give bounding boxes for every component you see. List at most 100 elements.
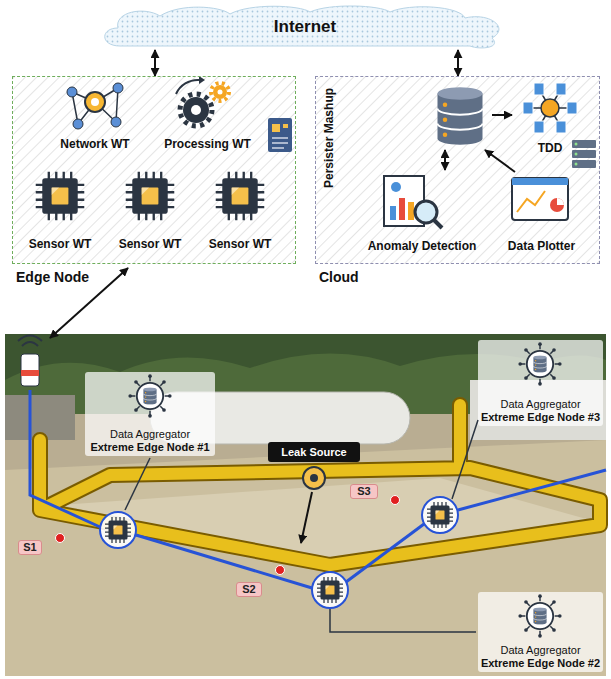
chip-icon bbox=[36, 172, 265, 221]
tdd-icon bbox=[523, 83, 577, 133]
node-label: Data Aggregator bbox=[110, 428, 190, 441]
cloud-fill bbox=[105, 6, 499, 48]
server-icon bbox=[575, 143, 578, 146]
node-label: Internet bbox=[274, 17, 336, 37]
board-icon bbox=[272, 124, 280, 132]
node-label: Extreme Edge Node #2 bbox=[481, 657, 600, 670]
gears-icon bbox=[176, 80, 199, 94]
aggregator-node: Data AggregatorExtreme Edge Node #3 bbox=[478, 340, 604, 426]
aggregator-panel bbox=[478, 592, 603, 672]
node-label: Sensor WT bbox=[29, 237, 92, 252]
edge-chip bbox=[100, 497, 458, 608]
node-label: S1 bbox=[23, 541, 36, 554]
node-label: Anomaly Detection bbox=[368, 239, 477, 254]
tdd-icon bbox=[541, 99, 559, 117]
node-label: Sensor WT bbox=[209, 237, 272, 252]
connector bbox=[457, 50, 459, 76]
gears-icon bbox=[211, 83, 229, 101]
sensor-wire bbox=[458, 470, 606, 510]
tdd-icon bbox=[556, 83, 566, 95]
anomaly-icon bbox=[390, 206, 396, 220]
tdd-icon bbox=[534, 83, 544, 95]
server-icon bbox=[572, 140, 596, 168]
leak-icon bbox=[303, 467, 325, 489]
node-label: Extreme Edge Node #3 bbox=[481, 411, 600, 424]
gears-icon bbox=[183, 97, 209, 123]
leak-icon bbox=[301, 467, 325, 543]
group-box: Edge NodeNetwork WTProcessing WTSensor W… bbox=[12, 76, 296, 290]
gears-icon bbox=[176, 76, 229, 126]
plotter-icon bbox=[557, 198, 564, 205]
network-icon bbox=[67, 87, 77, 97]
tag-label: S1 bbox=[18, 540, 42, 555]
node-label: Persister Mashup bbox=[322, 88, 337, 188]
network-icon bbox=[67, 83, 123, 129]
cloud-fill bbox=[105, 6, 499, 48]
antenna-icon bbox=[18, 336, 42, 347]
server-icon bbox=[575, 153, 578, 156]
plotter-icon bbox=[512, 178, 568, 185]
connector bbox=[444, 150, 446, 170]
anomaly-icon bbox=[408, 202, 414, 220]
gears-icon bbox=[213, 85, 227, 99]
pipeline-photo bbox=[60, 478, 590, 560]
node-label: Processing WT bbox=[164, 137, 251, 152]
network-icon bbox=[73, 119, 83, 129]
antenna-icon bbox=[18, 336, 42, 387]
aggregator-icon bbox=[128, 342, 561, 637]
node-label: Data Plotter bbox=[508, 239, 575, 254]
aggregator-node: Data AggregatorExtreme Edge Node #1 bbox=[85, 372, 215, 456]
network-icon bbox=[111, 117, 121, 127]
tag-label: S2 bbox=[236, 582, 262, 597]
chip-icon bbox=[216, 172, 265, 221]
aggregator-panel bbox=[85, 372, 215, 456]
component-box: Sensor WT bbox=[198, 162, 282, 254]
server-icon bbox=[572, 150, 596, 158]
component-box: Network WT bbox=[42, 82, 148, 154]
aggregator-icon bbox=[128, 374, 171, 417]
node-label: S3 bbox=[357, 485, 370, 498]
aggregator-node: Data AggregatorExtreme Edge Node #2 bbox=[478, 592, 604, 672]
hatched-ground bbox=[12, 76, 296, 264]
leak-icon bbox=[310, 474, 318, 482]
anomaly-icon bbox=[415, 201, 437, 223]
component-box: Data Plotter bbox=[495, 172, 588, 256]
plotter-icon bbox=[517, 191, 545, 212]
component-box: TDD bbox=[512, 82, 588, 158]
anomaly-icon bbox=[399, 198, 405, 220]
hatched-ground bbox=[12, 76, 600, 264]
tdd-icon bbox=[534, 121, 544, 133]
board-icon bbox=[268, 118, 292, 152]
pipeline-photo bbox=[5, 334, 606, 676]
tag-label: S3 bbox=[350, 484, 378, 499]
hatched-ground bbox=[315, 76, 600, 264]
leader-line bbox=[330, 609, 476, 632]
server-icon bbox=[575, 163, 578, 166]
leak-icon bbox=[301, 492, 312, 543]
chip-icon bbox=[36, 172, 85, 221]
connector bbox=[154, 50, 156, 76]
chip-icon bbox=[126, 172, 175, 221]
component-box: Sensor WT bbox=[108, 162, 192, 254]
network-icon bbox=[85, 92, 105, 112]
node-label: Sensor WT bbox=[119, 237, 182, 252]
edge-chip bbox=[317, 577, 343, 603]
edge-chip bbox=[312, 572, 348, 608]
cloud-shape: Internet bbox=[100, 4, 510, 50]
edge-chip bbox=[427, 502, 453, 528]
pipeline-photo bbox=[40, 405, 600, 565]
gears-icon bbox=[180, 94, 212, 126]
aggregator-panel bbox=[478, 340, 603, 426]
network-icon bbox=[91, 98, 99, 106]
sensor-wire bbox=[136, 535, 312, 588]
dashed-frame bbox=[315, 76, 600, 264]
component-box: Processing WT bbox=[150, 82, 265, 154]
board-icon bbox=[283, 124, 288, 128]
edge-chip bbox=[100, 512, 136, 548]
leader-line bbox=[125, 458, 150, 510]
tag-label: Leak Source bbox=[268, 442, 360, 462]
component-box: Sensor WT bbox=[18, 162, 102, 254]
plotter-icon bbox=[550, 198, 564, 212]
